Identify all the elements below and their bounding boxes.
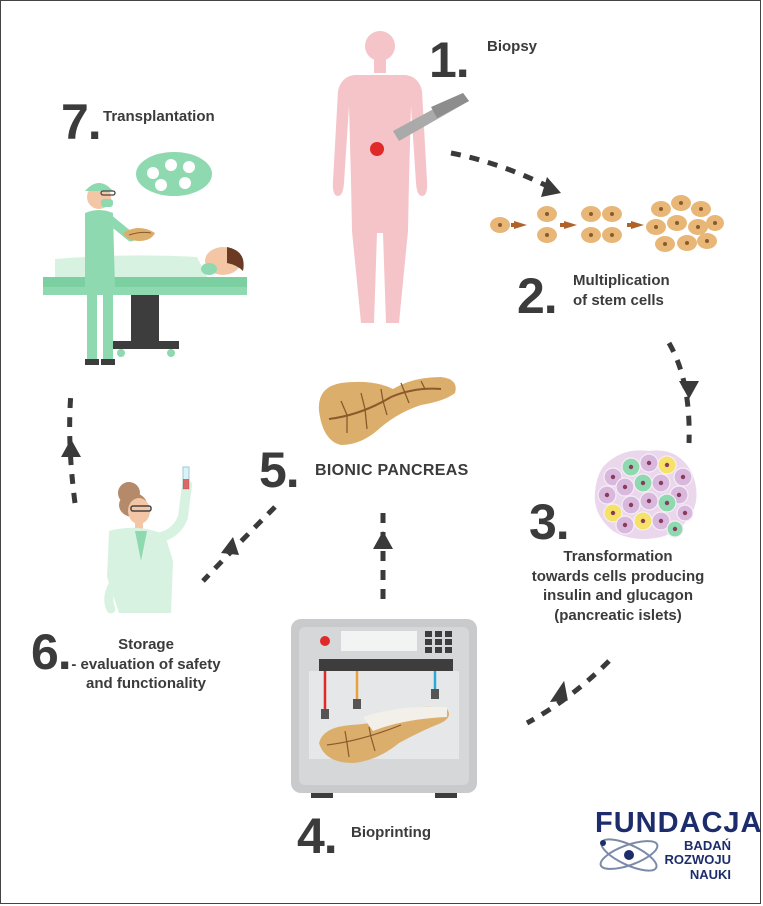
step-6-label-line-1: Storage [118, 636, 174, 653]
step-3-number: 3. [529, 494, 570, 550]
step-2-label-line-1: Multiplication [573, 272, 670, 289]
arrowheads [61, 177, 699, 703]
stem-cells-icon [490, 195, 724, 252]
step-3-label: Transformation towards cells producing i… [517, 547, 719, 625]
step-6-label-line-2: - evaluation of safety [71, 655, 221, 673]
step-3-label-line-2: towards cells producing [531, 567, 705, 585]
biopsy-site-icon [370, 142, 384, 156]
bioprinter-icon [291, 619, 477, 798]
logo-wordmark: FUNDACJA [595, 807, 763, 839]
step-4-number: 4. [297, 808, 338, 864]
arrow-3-to-4 [525, 659, 611, 726]
surgery-icon [43, 152, 247, 365]
step-6-label: Storage - evaluation of safety and funct… [61, 635, 231, 694]
step-2-number: 2. [517, 268, 558, 324]
step-2-label: Multiplication of stem cells [573, 271, 670, 310]
step-7-label: Transplantation [103, 108, 215, 125]
scalpel-icon [393, 93, 469, 141]
step-3-label-line-1: Transformation [563, 548, 673, 565]
step-1-label: Biopsy [487, 38, 538, 55]
step-1-number: 1. [429, 32, 470, 88]
step-6-label-line-3: and functionality [86, 675, 206, 692]
logo-subtitle-line-3: NAUKI [689, 866, 731, 882]
step-4-label: Bioprinting [351, 824, 431, 841]
step-5-number: 5. [259, 442, 300, 498]
scientist-icon [104, 466, 192, 614]
step-5-label: BIONIC PANCREAS [315, 462, 469, 479]
pancreas-icon [318, 377, 456, 445]
logo-atom-icon [599, 838, 659, 872]
human-body-icon [332, 31, 428, 323]
logo-subtitle-line-2: ROZWOJU [664, 852, 731, 868]
step-6-number: 6. [31, 624, 72, 680]
logo-subtitle-line-1: BADAŃ [684, 838, 731, 853]
step-3-label-line-4: (pancreatic islets) [554, 606, 682, 624]
printer-power-light [320, 636, 330, 646]
pancreatic-islets-icon [594, 450, 697, 539]
step-3-label-line-3: insulin and glucagon [543, 587, 693, 604]
step-2-label-line-2: of stem cells [573, 291, 664, 309]
logo-subtitle: BADAŃ ROZWOJU NAUKI [651, 838, 731, 882]
arrow-1-to-2 [450, 150, 551, 190]
arrow-5-to-6 [201, 505, 277, 583]
step-7-number: 7. [61, 94, 102, 150]
